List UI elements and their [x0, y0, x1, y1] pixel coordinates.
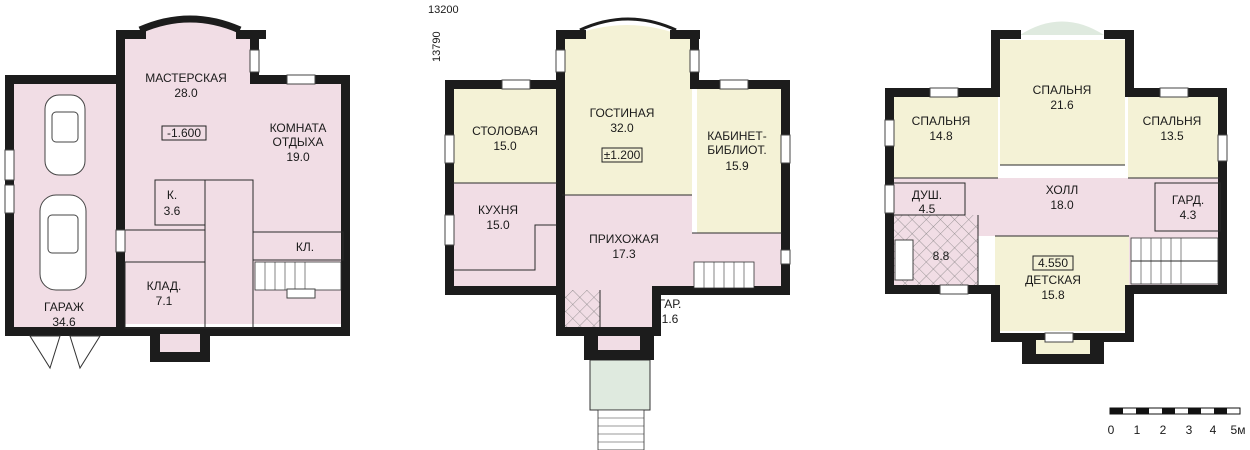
room-area: 4.3: [1180, 208, 1197, 222]
level-mark-upper: 4.550: [1038, 256, 1068, 270]
room-name: МАСТЕРСКАЯ: [145, 71, 227, 85]
room-name: К.: [167, 188, 177, 202]
room-area: 7.1: [156, 294, 173, 308]
room-name: ГАРД.: [1172, 193, 1204, 207]
room-area: 32.0: [610, 121, 634, 135]
room-name: КЛ.: [296, 240, 314, 254]
room-name: КУХНЯ: [478, 203, 518, 217]
stairs-upper: [1130, 237, 1219, 285]
room-area: 13.5: [1160, 129, 1184, 143]
room-area: 19.0: [286, 150, 310, 164]
dimension-width: 13200: [428, 4, 459, 16]
room-name: ГАР.: [659, 297, 682, 311]
room-name: СТОЛОВАЯ: [472, 124, 538, 138]
room-area: 18.0: [1050, 198, 1074, 212]
room-name: ХОЛЛ: [1046, 183, 1079, 197]
room-area: 15.9: [725, 159, 749, 173]
room-name: ДУШ.: [912, 188, 942, 202]
room-name: КАБИНЕТ-: [707, 129, 767, 143]
scale-bar: 0 1 2 3 4 5м: [1108, 407, 1246, 437]
room-area: 14.8: [929, 129, 953, 143]
room-name: КЛАД.: [147, 279, 182, 293]
room-area: 1.6: [662, 312, 679, 326]
floor-plan-upper: 4.550 СПАЛЬНЯ 14.8 СПАЛЬНЯ 21.6 СПАЛЬНЯ …: [884, 21, 1228, 364]
stairs-ground: [693, 261, 755, 289]
room-area: 17.3: [612, 247, 636, 261]
scale-tick: 1: [1134, 423, 1141, 437]
floor-plan-basement: -1.600 МАСТЕРСКАЯ 28.0 КОМНАТА ОТДЫХА 19…: [4, 15, 350, 370]
room-name: БИБЛИОТ.: [707, 143, 767, 157]
room-name: ОТДЫХА: [272, 135, 323, 149]
level-mark-ground: ±1.200: [604, 148, 641, 162]
room-area: 15.8: [1041, 288, 1065, 302]
stairs-basement: [254, 261, 342, 291]
room-name: ДЕТСКАЯ: [1025, 273, 1081, 287]
room-area: 21.6: [1050, 98, 1074, 112]
room-name: ГАРАЖ: [44, 300, 84, 314]
room-name: СПАЛЬНЯ: [1033, 83, 1092, 97]
room-area: 34.6: [52, 315, 76, 329]
porch-steps: [597, 409, 645, 450]
scale-tick: 0: [1108, 423, 1115, 437]
room-name: ПРИХОЖАЯ: [589, 232, 659, 246]
room-area: 28.0: [174, 86, 198, 100]
car-icon: [44, 94, 86, 176]
scale-tick: 5м: [1231, 423, 1246, 437]
room-area: 8.8: [933, 249, 950, 263]
room-name: КОМНАТА: [270, 121, 327, 135]
car-icon: [39, 194, 87, 291]
scale-tick: 4: [1210, 423, 1217, 437]
floor-plan-ground: ±1.200 СТОЛОВАЯ 15.0 ГОСТИНАЯ 32.0 КАБИН…: [444, 17, 791, 450]
scale-tick: 2: [1160, 423, 1167, 437]
room-area: 3.6: [164, 204, 181, 218]
room-name: СПАЛЬНЯ: [912, 114, 971, 128]
level-mark-basement: -1.600: [167, 126, 201, 140]
scale-tick: 3: [1186, 423, 1193, 437]
room-name: ГОСТИНАЯ: [590, 106, 655, 120]
room-name: СПАЛЬНЯ: [1143, 114, 1202, 128]
room-area: 4.5: [919, 202, 936, 216]
room-area: 15.0: [493, 139, 517, 153]
dimension-height: 13790: [431, 31, 443, 62]
room-area: 15.0: [486, 218, 510, 232]
